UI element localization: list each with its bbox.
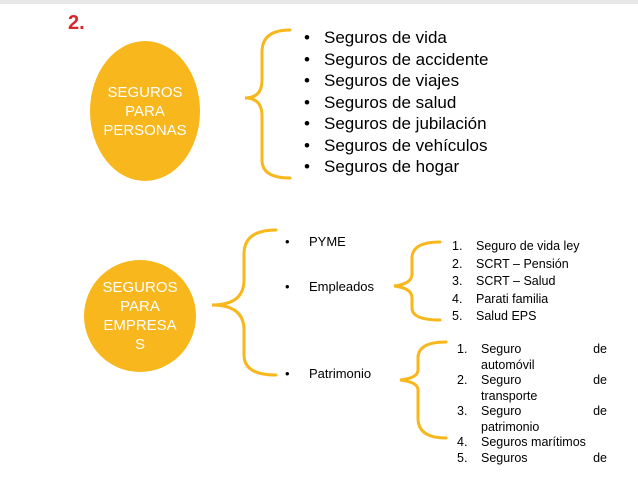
circle-seguros-personas: SEGUROS PARA PERSONAS <box>90 41 200 181</box>
list-item: Seguros de accidente <box>300 49 488 71</box>
circle-personas-label: SEGUROS PARA PERSONAS <box>103 83 187 139</box>
category-label: Patrimonio <box>285 366 371 381</box>
list-item: 1.Seguro de vida ley <box>452 239 580 253</box>
empleados-list: 1.Seguro de vida ley 2.SCRT – Pensión 3.… <box>452 238 580 326</box>
brace-personas <box>244 28 292 180</box>
category-pyme: PYME <box>285 234 346 249</box>
circle-seguros-empresas: SEGUROS PARA EMPRESA S <box>84 260 196 372</box>
brace-empleados <box>393 240 442 322</box>
list-item: 4. Seguros marítimos <box>457 435 586 449</box>
list-item: 2.SCRT – Pensión <box>452 256 569 271</box>
list-item: Seguros de hogar <box>300 156 488 178</box>
category-label: Empleados <box>285 279 374 294</box>
list-item: Seguros de vida <box>300 27 488 49</box>
personas-list: Seguros de vida Seguros de accidente Seg… <box>300 27 488 178</box>
circle-empresas-label: SEGUROS PARA EMPRESA S <box>102 279 178 353</box>
list-item: Seguros de jubilación <box>300 113 488 135</box>
list-item: 5.Salud EPS <box>452 309 537 323</box>
list-item: 3.SCRT – Salud <box>452 274 556 288</box>
top-frame-bar <box>0 0 638 4</box>
slide-number: 2. <box>68 12 85 34</box>
category-patrimonio: Patrimonio <box>285 366 371 381</box>
category-empleados: Empleados <box>285 279 374 294</box>
list-item: Seguros de vehículos <box>300 135 488 157</box>
category-label: PYME <box>285 234 346 249</box>
list-item: Seguros de salud <box>300 92 488 114</box>
list-item: 4.Parati familia <box>452 291 549 306</box>
brace-patrimonio <box>399 340 448 440</box>
brace-empresas <box>211 228 278 377</box>
list-item: Seguros de viajes <box>300 70 488 92</box>
